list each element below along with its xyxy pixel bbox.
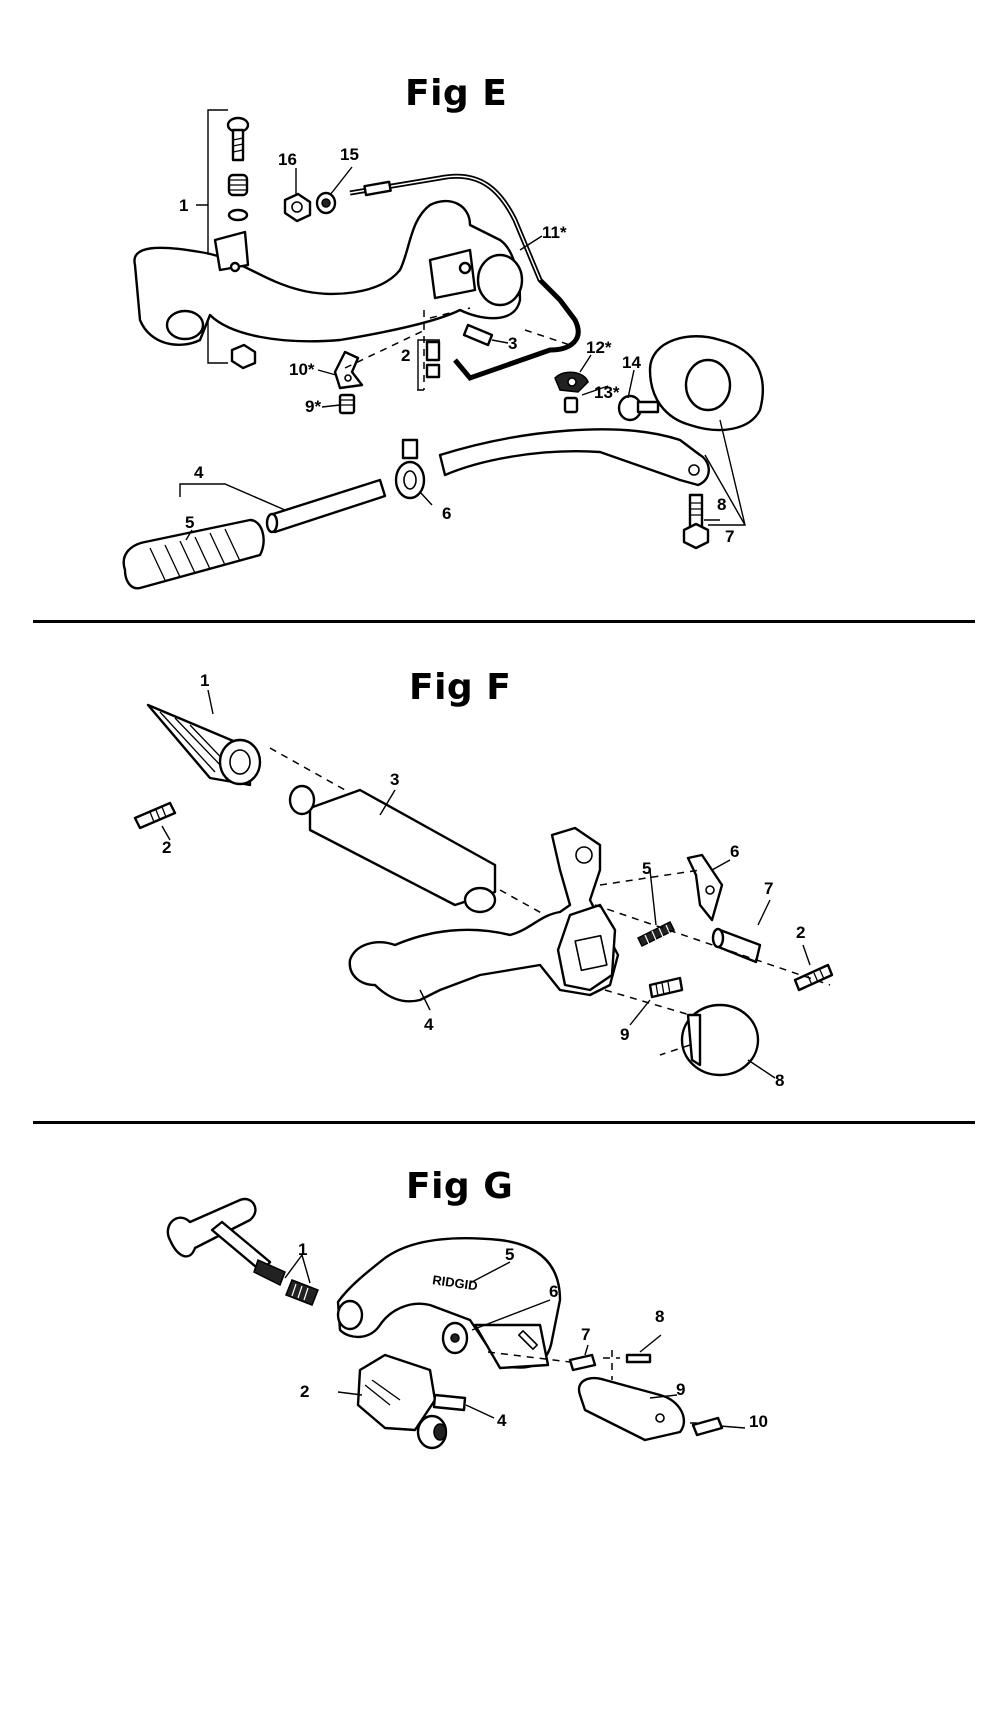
label-e-6: 6 [442, 504, 451, 523]
label-e-4: 4 [194, 463, 204, 482]
handle-grip-part [122, 518, 265, 590]
label-e-9: 9* [305, 397, 321, 416]
label-f-4: 4 [424, 1015, 434, 1034]
figure-g-diagram: RIDGID 1 5 6 7 8 9 2 4 10 [166, 1197, 768, 1450]
spring-part [636, 920, 676, 948]
label-f-7: 7 [764, 879, 773, 898]
label-f-6: 6 [730, 842, 739, 861]
spring-part [227, 173, 249, 222]
label-f-8: 8 [775, 1071, 784, 1090]
label-e-2: 2 [401, 346, 410, 365]
lever-part [686, 853, 724, 922]
label-e-3: 3 [508, 334, 517, 353]
label-g-8: 8 [655, 1307, 664, 1326]
label-f-9: 9 [620, 1025, 629, 1044]
label-e-12: 12* [586, 338, 612, 357]
label-f-5: 5 [642, 859, 651, 878]
label-g-9: 9 [676, 1380, 685, 1399]
label-e-8: 8 [717, 495, 726, 514]
handle-part [577, 1376, 686, 1442]
t-handle-part [166, 1197, 286, 1287]
section-divider [33, 620, 975, 623]
washer-part [315, 191, 337, 215]
label-f-2b: 2 [796, 923, 805, 942]
figure-e-diagram: 1 16 15 11* 3 2 10* 9* 12* 13* 14 4 5 6 … [122, 109, 764, 590]
label-g-10: 10 [749, 1412, 768, 1431]
label-f-1: 1 [200, 671, 209, 690]
pin-part [133, 801, 177, 830]
label-g-4: 4 [497, 1411, 507, 1430]
figure-title-e: Fig E [405, 73, 508, 114]
pin-part [711, 927, 762, 964]
label-g-6: 6 [549, 1282, 558, 1301]
label-e-13: 13* [594, 383, 620, 402]
knob-part [680, 1003, 760, 1077]
arm-part [438, 428, 710, 487]
label-e-11: 11* [542, 223, 567, 242]
label-e-15: 15 [340, 145, 359, 164]
label-f-3: 3 [390, 770, 399, 789]
bolt-part [682, 493, 710, 550]
body-part [348, 826, 620, 1003]
label-g-1: 1 [298, 1240, 307, 1259]
figure-f-diagram: 1 2 3 6 5 7 2 4 9 8 [133, 671, 834, 1090]
ring-washer-part [394, 438, 426, 500]
roller-housing-part [356, 1353, 437, 1432]
cone-part [146, 703, 262, 787]
knob-part [617, 394, 660, 422]
shaft-part [288, 784, 497, 914]
figure-title-f: Fig F [409, 667, 512, 708]
screw-part [226, 116, 250, 162]
label-e-16: 16 [278, 150, 297, 169]
frame-body [133, 199, 524, 347]
section-divider [33, 1121, 975, 1124]
figure-title-g: Fig G [406, 1166, 514, 1207]
label-e-5: 5 [185, 513, 194, 532]
spring-part [285, 1279, 319, 1306]
label-g-7: 7 [581, 1325, 590, 1344]
label-e-7: 7 [725, 527, 734, 546]
clip-part [333, 350, 364, 390]
label-e-14: 14 [622, 353, 641, 372]
tube-part [268, 478, 387, 534]
label-g-5: 5 [505, 1245, 514, 1264]
brand-mark: RIDGID [431, 1272, 478, 1293]
label-g-2: 2 [300, 1382, 309, 1401]
weight-ring-part [648, 335, 764, 432]
label-f-2a: 2 [162, 838, 171, 857]
label-e-10: 10* [289, 360, 315, 379]
label-e-1: 1 [179, 196, 188, 215]
